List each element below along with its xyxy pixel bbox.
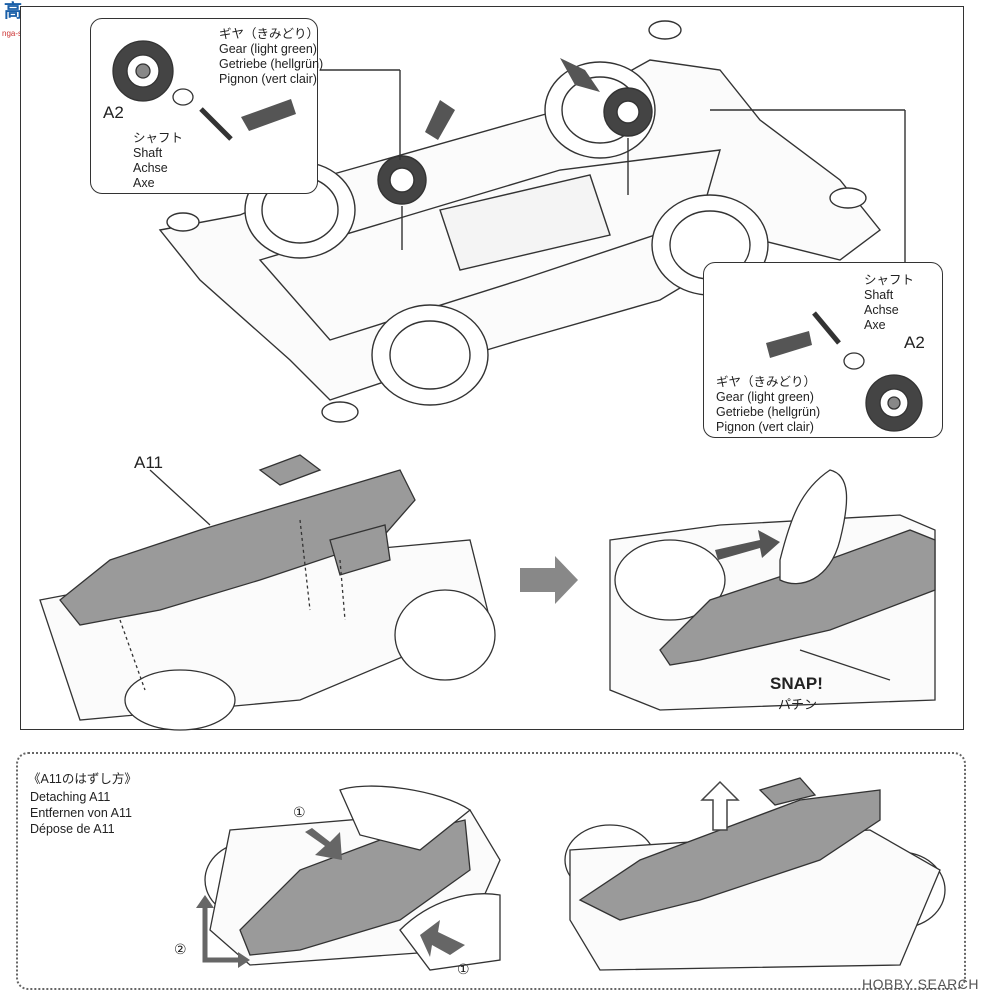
shaft-label-de: Achse [133,161,168,175]
gear-label-de: Getriebe (hellgrün) [716,405,821,419]
step-number-1: ① [293,804,306,820]
part-label-a2: A2 [904,333,925,352]
gear-label-en: Gear (light green) [219,42,317,56]
gear-parts-icon [766,311,923,432]
arrow-icon [202,905,240,963]
watermark: HOBBY SEARCH [862,976,979,992]
step-number-2: ② [174,941,187,957]
detach-title-de: Entfernen von A11 [30,806,132,820]
detach-panel [16,752,966,990]
gear-label-de: Getriebe (hellgrün) [219,57,324,71]
shaft-label-jp: シャフト [864,273,915,287]
shaft-label-de: Achse [864,303,899,317]
gear-callout-left: ギヤ（きみどり） Gear (light green) Getriebe (he… [90,18,323,194]
gear-label-fr: Pignon (vert clair) [219,72,317,86]
gear-label-en: Gear (light green) [716,390,814,404]
push-arrow-icon [715,530,780,560]
arrow-icon [305,828,342,860]
step-number-1b: ① [457,961,470,977]
gear-label-jp: ギヤ（きみどり） [219,27,320,41]
arrow-icon [420,920,465,957]
next-step-arrow-icon [520,556,578,604]
arrow-icon [560,58,600,92]
shaft-label-fr: Axe [864,318,886,332]
snap-label-jp: パチン [778,697,818,712]
shaft-label-en: Shaft [133,146,163,160]
gear-callout-right: シャフト Shaft Achse Axe A2 ギヤ（きみどり） Gear (l… [703,262,943,438]
shaft-label-en: Shaft [864,288,894,302]
detach-title-fr: Dépose de A11 [30,822,115,836]
lift-up-arrow-icon [700,780,740,831]
part-label-a2: A2 [103,103,124,122]
logo-text: 高 [4,1,22,21]
detach-title-en: Detaching A11 [30,790,111,804]
detach-title-jp: 《A11のはずし方》 [28,772,137,786]
gear-label-fr: Pignon (vert clair) [716,420,814,434]
gear-label-jp: ギヤ（きみどり） [716,375,817,389]
gear-parts-icon [112,40,296,141]
part-label-a11: A11 [134,453,163,472]
shaft-label-jp: シャフト [133,131,184,145]
arrow-icon [425,100,455,140]
snap-label: SNAP! [770,674,823,693]
shaft-label-fr: Axe [133,176,155,190]
